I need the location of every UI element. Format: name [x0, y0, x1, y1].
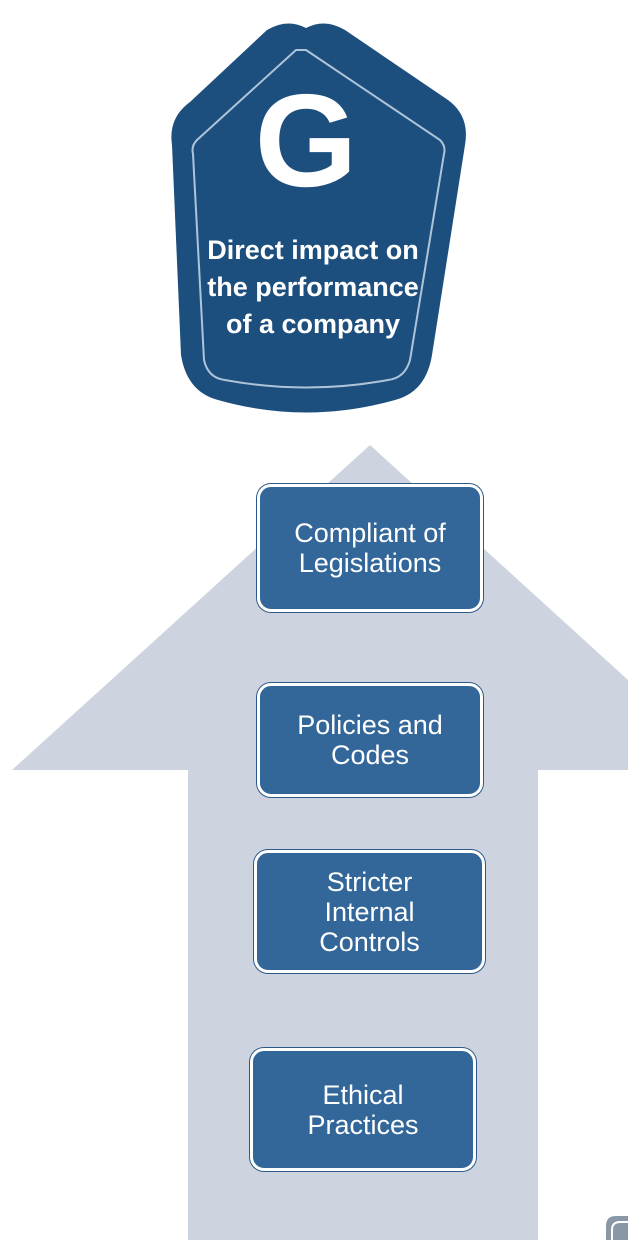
badge-caption-line: Direct impact on	[207, 235, 419, 265]
step-label-line: Policies and	[297, 710, 443, 740]
badge-letter: G	[254, 67, 358, 214]
step-compliant-of-legislations: Compliant of Legislations	[257, 484, 483, 612]
governance-badge-shape	[171, 23, 466, 413]
step-label-line: Internal	[324, 896, 415, 927]
upward-arrow	[12, 445, 628, 1240]
step-label-line: Ethical	[322, 1079, 404, 1110]
badge-caption-line: the performance	[207, 272, 419, 302]
corner-mark	[606, 1216, 628, 1240]
badge-caption-line: of a company	[225, 309, 401, 339]
step-stricter-internal-controls: Stricter Internal Controls	[254, 850, 485, 973]
badge-caption: Direct impact on the performance of a co…	[170, 232, 456, 343]
step-policies-and-codes: Policies and Codes	[257, 683, 483, 797]
step-ethical-practices: Ethical Practices	[250, 1048, 476, 1171]
step-label-line: Stricter	[326, 866, 413, 897]
step-label-line: Codes	[330, 740, 410, 770]
step-label-line: Controls	[319, 926, 420, 957]
step-label-line: Practices	[307, 1109, 419, 1140]
step-label-line: Legislations	[298, 548, 442, 578]
step-label-line: Compliant of	[294, 518, 446, 548]
